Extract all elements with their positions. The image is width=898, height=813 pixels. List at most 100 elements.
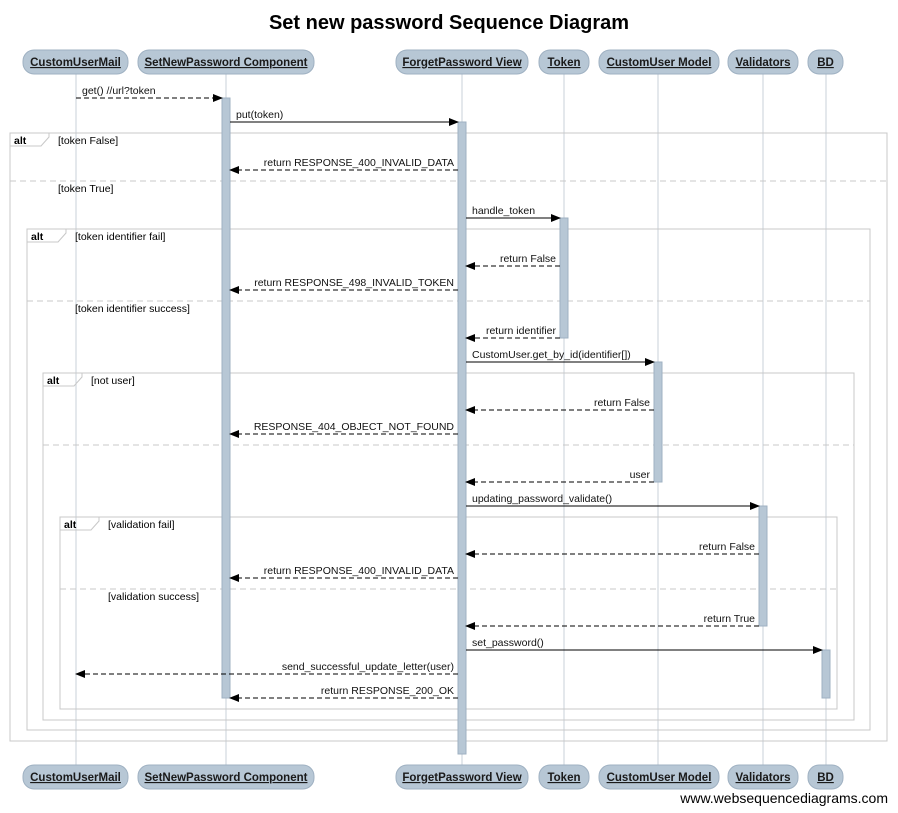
fragment-alt-4: alt [validation fail] [validation success] (59, 516, 838, 710)
participant-customusermail-top[interactable]: CustomUserMail (22, 49, 129, 75)
participant-label: ForgetPassword View (402, 772, 521, 784)
participant-box (727, 764, 799, 790)
participants: CustomUserMailCustomUserMailSetNewPasswo… (22, 49, 844, 790)
participant-setnewpassword-component-top[interactable]: SetNewPassword Component (137, 49, 315, 75)
participant-label: CustomUser Model (607, 772, 712, 784)
footer-credit: www.websequencediagrams.com (679, 790, 888, 806)
message-label: return False (500, 253, 556, 265)
fragment-tab (10, 133, 50, 147)
message-get-url-token: get() //url?token (76, 85, 223, 102)
message-label: get() //url?token (82, 85, 156, 97)
message-return-response-498-invalid-token: return RESPONSE_498_INVALID_TOKEN (229, 277, 458, 294)
participant-label: SetNewPassword Component (145, 772, 308, 784)
participant-token-top[interactable]: Token (538, 49, 590, 75)
fragment-frame (42, 372, 855, 721)
message-return-response-400-invalid-data: return RESPONSE_400_INVALID_DATA (229, 157, 458, 174)
message-return-false: return False (465, 397, 654, 414)
activation-bd (821, 649, 831, 699)
fragment-tab (43, 373, 83, 387)
fragment-guard: [validation success] (108, 591, 199, 603)
participant-label: Validators (736, 57, 791, 69)
participant-box (137, 49, 315, 75)
fragment-operator: alt (64, 519, 77, 531)
message-label: CustomUser.get_by_id(identifier[]) (472, 349, 631, 361)
message-user: user (465, 469, 654, 486)
participant-box (395, 764, 529, 790)
message-return-response-200-ok: return RESPONSE_200_OK (229, 685, 458, 702)
message-updating-password-validate: updating_password_validate() (466, 493, 760, 510)
message-return-false: return False (465, 541, 759, 558)
message-return-identifier: return identifier (465, 325, 560, 342)
message-return-false: return False (465, 253, 560, 270)
fragment-guard: [token True] (58, 183, 114, 195)
participant-bd-top[interactable]: BD (807, 49, 844, 75)
participant-label: BD (817, 772, 834, 784)
fragment-guard: [token identifier fail] (75, 231, 166, 243)
participant-validators-bottom[interactable]: Validators (727, 764, 799, 790)
message-label: return RESPONSE_400_INVALID_DATA (264, 157, 454, 169)
fragment-guard: [token False] (58, 135, 118, 147)
participant-box (807, 764, 844, 790)
message-set-password: set_password() (466, 637, 823, 654)
message-return-response-400-invalid-data: return RESPONSE_400_INVALID_DATA (229, 565, 458, 582)
participant-label: SetNewPassword Component (145, 57, 308, 69)
message-label: updating_password_validate() (472, 493, 612, 505)
fragment-operator: alt (31, 231, 44, 243)
participant-label: CustomUser Model (607, 57, 712, 69)
participant-label: BD (817, 57, 834, 69)
participant-bd-bottom[interactable]: BD (807, 764, 844, 790)
fragment-alt-1: alt [token False] [token True] (9, 132, 888, 742)
message-response-404-object-not-found: RESPONSE_404_OBJECT_NOT_FOUND (229, 421, 458, 438)
participant-label: CustomUserMail (30, 57, 121, 69)
participant-setnewpassword-component-bottom[interactable]: SetNewPassword Component (137, 764, 315, 790)
activation-token (559, 217, 569, 339)
participant-label: CustomUserMail (30, 772, 121, 784)
participant-box (598, 764, 720, 790)
participant-label: Token (547, 57, 580, 69)
activations (221, 97, 831, 755)
message-label: RESPONSE_404_OBJECT_NOT_FOUND (254, 421, 455, 433)
fragment-frame (9, 132, 888, 742)
message-label: put(token) (236, 109, 283, 121)
participant-box (598, 49, 720, 75)
participant-customuser-model-top[interactable]: CustomUser Model (598, 49, 720, 75)
message-label: return RESPONSE_200_OK (321, 685, 454, 697)
messages: get() //url?token put(token) return RESPON… (75, 85, 823, 702)
message-label: set_password() (472, 637, 544, 649)
activation-valid (758, 505, 768, 627)
message-handle-token: handle_token (466, 205, 561, 222)
fragment-tab (27, 229, 67, 243)
fragment-alt-3: alt [not user] (42, 372, 855, 721)
activation-model (653, 361, 663, 483)
participant-box (538, 764, 590, 790)
message-label: return RESPONSE_400_INVALID_DATA (264, 565, 454, 577)
message-label: return False (594, 397, 650, 409)
participant-box (807, 49, 844, 75)
fragment-guard: [token identifier success] (75, 303, 190, 315)
message-label: return RESPONSE_498_INVALID_TOKEN (254, 277, 454, 289)
participant-validators-top[interactable]: Validators (727, 49, 799, 75)
message-label: handle_token (472, 205, 535, 217)
fragment-frame (59, 516, 838, 710)
message-put-token: put(token) (230, 109, 459, 126)
participant-forgetpassword-view-bottom[interactable]: ForgetPassword View (395, 764, 529, 790)
participant-box (137, 764, 315, 790)
activation-comp (221, 97, 231, 699)
fragment-guard: [validation fail] (108, 519, 175, 531)
message-customuser-get-by-id-identifier: CustomUser.get_by_id(identifier[]) (466, 349, 655, 366)
fragment-operator: alt (47, 375, 60, 387)
participant-customusermail-bottom[interactable]: CustomUserMail (22, 764, 129, 790)
participant-token-bottom[interactable]: Token (538, 764, 590, 790)
message-label: user (630, 469, 651, 481)
fragment-alt-2: alt [token identifier fail] [token identif… (26, 228, 871, 731)
message-label: return False (699, 541, 755, 553)
participant-label: Token (547, 772, 580, 784)
participant-box (22, 764, 129, 790)
message-label: return True (704, 613, 756, 625)
fragment-operator: alt (14, 135, 27, 147)
participant-customuser-model-bottom[interactable]: CustomUser Model (598, 764, 720, 790)
participant-forgetpassword-view-top[interactable]: ForgetPassword View (395, 49, 529, 75)
fragment-guard: [not user] (91, 375, 135, 387)
participant-label: ForgetPassword View (402, 57, 521, 69)
diagram-title: Set new password Sequence Diagram (269, 12, 629, 34)
